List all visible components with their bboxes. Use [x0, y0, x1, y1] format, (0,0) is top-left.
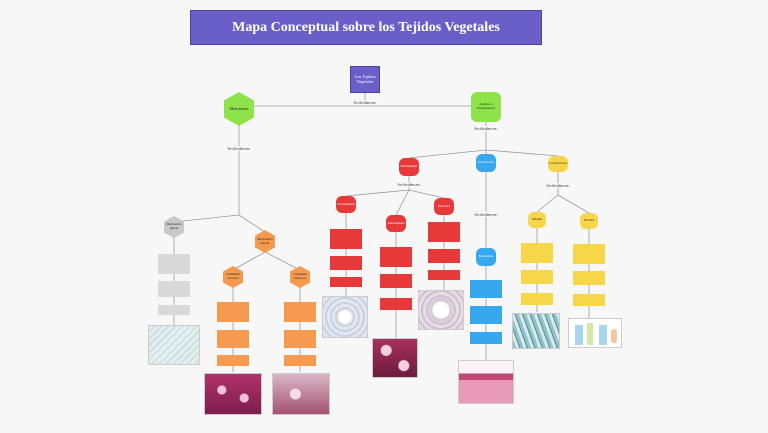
meristemo-apical-node[interactable]: Meristemo apical	[164, 216, 184, 238]
orange-textbox	[217, 355, 249, 366]
xylem-micrograph	[512, 313, 560, 349]
yellow-textbox	[573, 294, 605, 306]
vascular-cambium-micrograph	[204, 373, 262, 415]
blue-textbox	[470, 332, 502, 344]
yellow-textbox	[521, 270, 553, 284]
adultos-permanentes-node[interactable]: Adultos o Permanentes	[471, 92, 501, 122]
xilema-node[interactable]: Xilema	[528, 212, 546, 228]
cork-cambium-micrograph	[272, 373, 330, 415]
parenquima-node[interactable]: Parénquima	[399, 158, 419, 176]
protectores-node[interactable]: Protectores	[476, 154, 496, 172]
floema-node[interactable]: Floema	[580, 213, 598, 229]
red-textbox	[330, 277, 362, 287]
aerenchyma-micrograph	[372, 338, 418, 378]
cambium-vascular-node[interactable]: Cambium vascular	[223, 266, 243, 288]
yellow-textbox	[573, 271, 605, 285]
yellow-textbox	[573, 244, 605, 264]
cambium-suberoso-node[interactable]: Cambium suberoso	[290, 266, 310, 288]
yellow-textbox	[521, 293, 553, 305]
red-textbox	[428, 222, 460, 242]
orange-textbox	[284, 355, 316, 366]
gray-textbox	[158, 254, 190, 274]
red-textbox	[428, 249, 460, 263]
meristemo-lateral-node[interactable]: Meristemo lateral	[255, 230, 275, 253]
orange-textbox	[217, 302, 249, 322]
meristemos-connector-label: Se dividen en:	[222, 146, 256, 151]
aerenquima-node[interactable]: Aerénquima	[386, 215, 406, 232]
conductores-node[interactable]: Conductores	[548, 156, 568, 172]
gray-textbox	[158, 305, 190, 315]
blue-textbox	[470, 306, 502, 324]
adultos-connector-label: Se dividen en:	[468, 126, 504, 131]
orange-textbox	[217, 330, 249, 348]
red-textbox	[380, 298, 412, 310]
reserva-node[interactable]: Reserva	[434, 198, 454, 215]
epidermis-micrograph	[458, 360, 514, 404]
root-node[interactable]: Los Tejidos Vegetales	[350, 66, 380, 93]
red-textbox	[380, 247, 412, 267]
phloem-diagram	[568, 318, 622, 348]
red-textbox	[428, 270, 460, 280]
red-textbox	[330, 229, 362, 249]
yellow-textbox	[521, 243, 553, 263]
red-textbox	[380, 274, 412, 288]
clorenquima-node[interactable]: Clorénquima	[336, 196, 356, 213]
gray-textbox	[158, 281, 190, 297]
center-connector-label: Se dividen en:	[350, 100, 380, 105]
protectores-connector-label: Se dividen en:	[470, 212, 502, 217]
chlorenchyma-micrograph	[322, 296, 368, 338]
orange-textbox	[284, 302, 316, 322]
epidermis-node[interactable]: Epidermis	[476, 248, 496, 266]
red-textbox	[330, 256, 362, 270]
map-title: Mapa Conceptual sobre los Tejidos Vegeta…	[190, 10, 542, 45]
orange-textbox	[284, 330, 316, 348]
reserve-parenchyma-micrograph	[418, 290, 464, 330]
blue-textbox	[470, 280, 502, 298]
conductores-connector-label: Se dividen en:	[540, 183, 576, 188]
parenquima-connector-label: Se dividen en:	[393, 182, 425, 187]
apical-meristem-micrograph	[148, 325, 200, 365]
